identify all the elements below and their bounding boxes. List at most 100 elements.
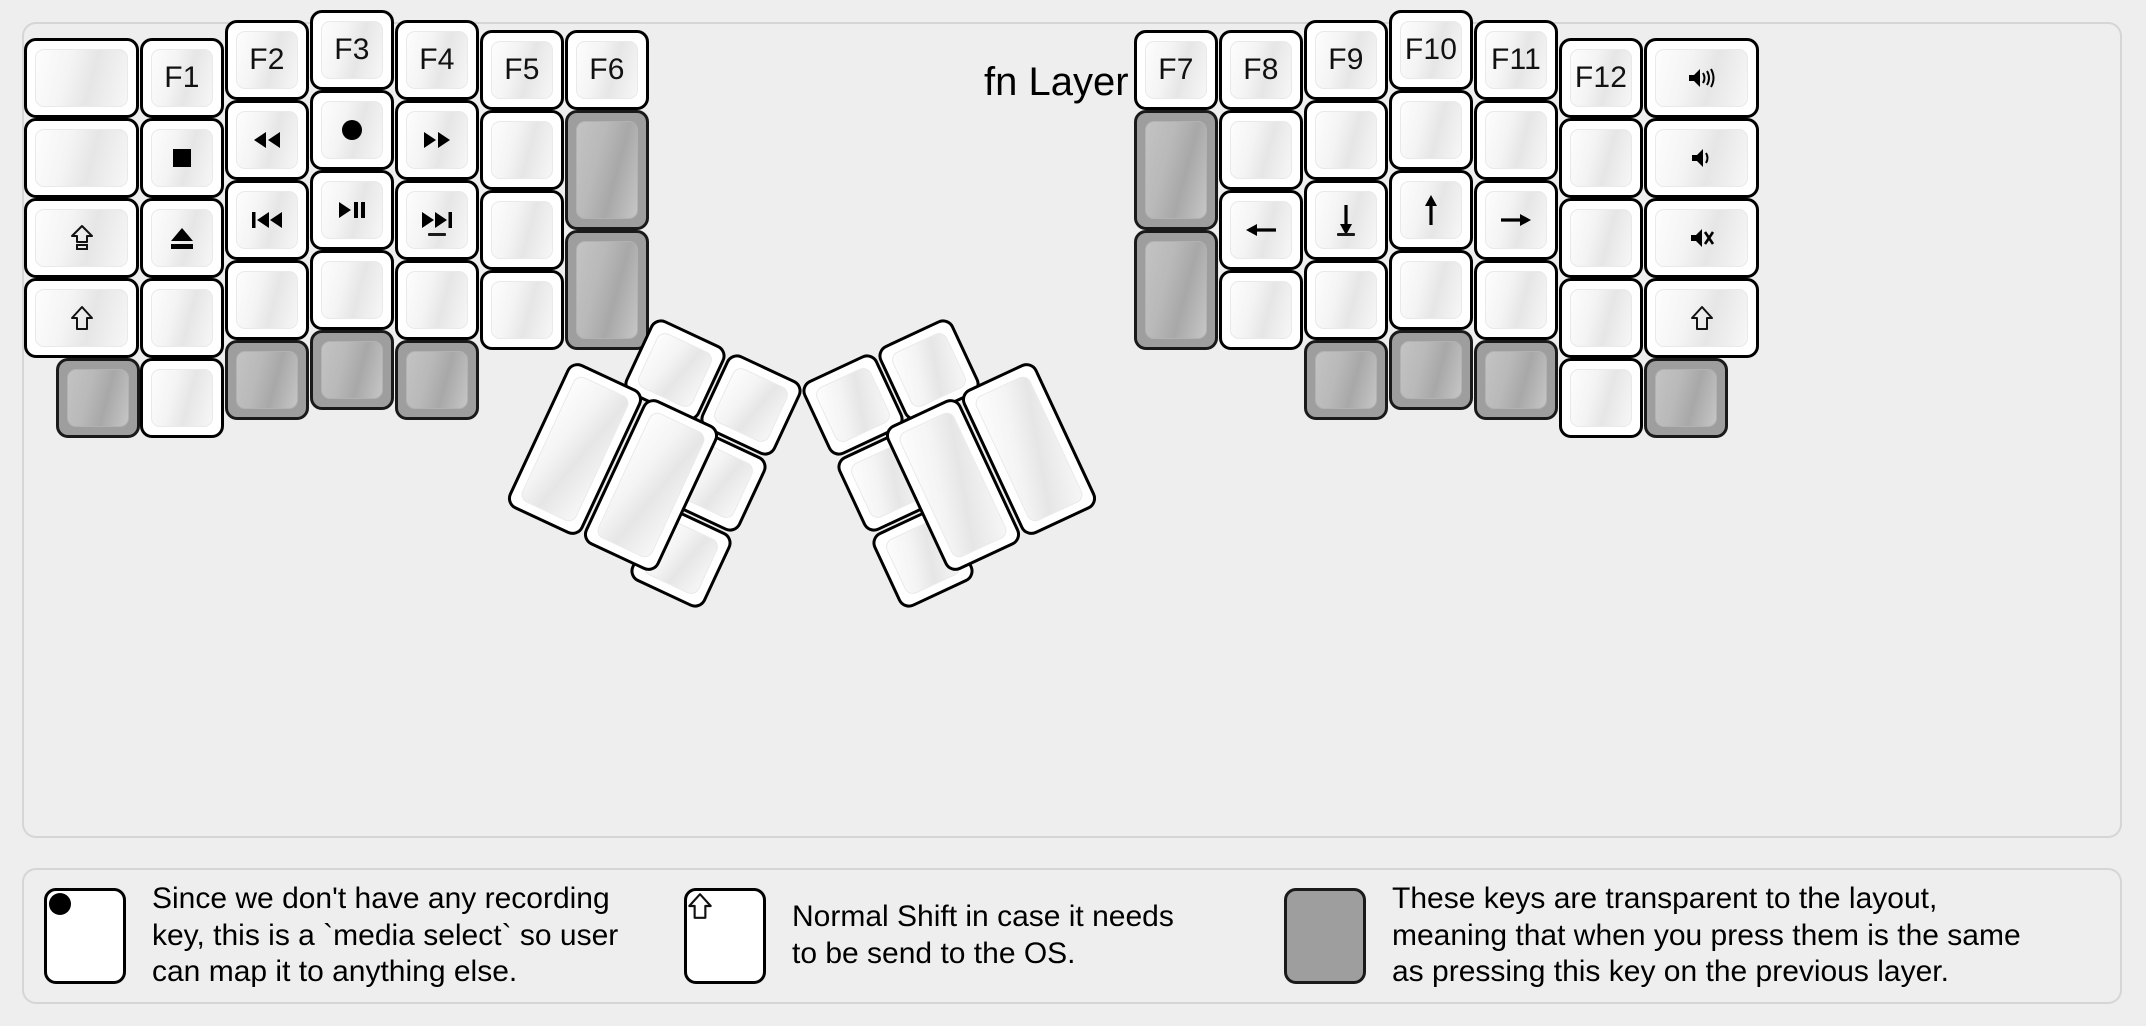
key-left-c2-r5-transparent[interactable] <box>225 340 309 420</box>
key-f9[interactable]: F9 <box>1304 20 1388 100</box>
key-left-outer-r1[interactable] <box>24 38 139 118</box>
key-right-shift[interactable] <box>1644 278 1759 358</box>
legend-key-shift <box>684 888 766 984</box>
keycap-face <box>711 365 791 445</box>
key-right-c3-r2[interactable] <box>1389 90 1473 170</box>
key-right-c5-r5[interactable] <box>1559 358 1643 438</box>
keycap-face <box>635 330 715 410</box>
key-media-eject[interactable] <box>140 198 224 278</box>
key-media-stop[interactable] <box>140 118 224 198</box>
keycap-face <box>1315 111 1377 169</box>
key-left-shift[interactable] <box>24 278 139 358</box>
key-right-c2-r4[interactable] <box>1304 260 1388 340</box>
key-right-c5-r4[interactable] <box>1559 278 1643 358</box>
key-f4[interactable]: F4 <box>395 20 479 100</box>
legend-text-record: Since we don't have any recording key, t… <box>152 882 619 989</box>
key-f12[interactable]: F12 <box>1559 38 1643 118</box>
key-volume-mute[interactable] <box>1644 198 1759 278</box>
key-media-fast-forward[interactable] <box>395 100 479 180</box>
key-right-c1-r2[interactable] <box>1219 110 1303 190</box>
key-volume-down[interactable] <box>1644 118 1759 198</box>
media-record-icon <box>47 891 123 917</box>
key-media-prev-track[interactable] <box>225 180 309 260</box>
key-right-c5-r2[interactable] <box>1559 118 1643 198</box>
key-label: F9 <box>1328 43 1364 76</box>
keycap-face <box>1570 129 1632 187</box>
key-f10[interactable]: F10 <box>1389 10 1473 90</box>
key-left-caps-lock[interactable] <box>24 198 139 278</box>
key-media-rewind[interactable] <box>225 100 309 180</box>
keycap-face <box>687 891 763 921</box>
key-left-c5-r2[interactable] <box>480 110 564 190</box>
key-left-outer-r2[interactable] <box>24 118 139 198</box>
key-right-c2-r2[interactable] <box>1304 100 1388 180</box>
key-media-play-pause[interactable] <box>310 170 394 250</box>
legend-key-record <box>44 888 126 984</box>
key-label: F5 <box>504 53 540 86</box>
key-left-c6-r2-transparent[interactable] <box>565 110 649 230</box>
keycap-face <box>35 49 128 107</box>
key-arrow-right[interactable] <box>1474 180 1558 260</box>
key-left-c5-r3[interactable] <box>480 190 564 270</box>
media-next-track-icon <box>421 211 453 229</box>
keycap-face <box>889 330 969 410</box>
keycap-face <box>1315 351 1377 409</box>
keycap-face <box>1145 241 1207 339</box>
key-arrow-left[interactable] <box>1219 190 1303 270</box>
keycap-face <box>1570 209 1632 267</box>
key-arrow-down[interactable] <box>1304 180 1388 260</box>
keycap-face <box>1655 209 1748 267</box>
key-left-c6-r3-transparent[interactable] <box>565 230 649 350</box>
sub-legend-tick <box>1337 233 1355 236</box>
keycap-face <box>1230 201 1292 259</box>
keycap-face <box>1400 101 1462 159</box>
key-f6[interactable]: F6 <box>565 30 649 110</box>
key-left-c2-r4[interactable] <box>225 260 309 340</box>
key-right-c3-r5-transparent[interactable] <box>1389 330 1473 410</box>
keycap-face <box>1315 191 1377 249</box>
key-label: F11 <box>1490 43 1542 76</box>
key-volume-up[interactable] <box>1644 38 1759 118</box>
key-f1[interactable]: F1 <box>140 38 224 118</box>
key-left-c4-r5-transparent[interactable] <box>395 340 479 420</box>
key-media-record[interactable] <box>310 90 394 170</box>
key-right-c1-r4[interactable] <box>1219 270 1303 350</box>
key-f7[interactable]: F7 <box>1134 30 1218 110</box>
key-left-c1-r4[interactable] <box>140 278 224 358</box>
key-left-c4-r4[interactable] <box>395 260 479 340</box>
key-f8[interactable]: F8 <box>1219 30 1303 110</box>
key-left-c1-r5[interactable] <box>140 358 224 438</box>
key-right-c2-r5-transparent[interactable] <box>1304 340 1388 420</box>
key-right-c4-r5-transparent[interactable] <box>1474 340 1558 420</box>
key-left-c3-r4[interactable] <box>310 250 394 330</box>
legend-item-transparent: These keys are transparent to the layout… <box>1284 870 2021 1002</box>
key-right-c4-r2[interactable] <box>1474 100 1558 180</box>
key-label: F1 <box>164 61 200 94</box>
keycap-face <box>321 101 383 159</box>
key-right-c0-r2-transparent[interactable] <box>1134 110 1218 230</box>
key-media-next-track[interactable] <box>395 180 479 260</box>
keycap-face <box>1570 369 1632 427</box>
key-right-c0-r3-transparent[interactable] <box>1134 230 1218 350</box>
key-right-c5-r3[interactable] <box>1559 198 1643 278</box>
key-right-c4-r4[interactable] <box>1474 260 1558 340</box>
key-right-c3-r4[interactable] <box>1389 250 1473 330</box>
keycap-face <box>47 891 123 917</box>
media-fast-forward-icon <box>422 131 452 149</box>
key-left-outer-r5-transparent[interactable] <box>56 358 140 438</box>
key-f11[interactable]: F11 <box>1474 20 1558 100</box>
key-label: F8 <box>1243 53 1279 86</box>
key-right-outer-r5-transparent[interactable] <box>1644 358 1728 438</box>
keycap-face <box>1315 271 1377 329</box>
key-f3[interactable]: F3 <box>310 10 394 90</box>
key-f5[interactable]: F5 <box>480 30 564 110</box>
keycap-face: F1 <box>151 49 213 107</box>
key-f2[interactable]: F2 <box>225 20 309 100</box>
shift-icon <box>1690 304 1714 332</box>
keycap-face: F11 <box>1485 31 1547 89</box>
keycap-face <box>406 111 468 169</box>
key-arrow-up[interactable] <box>1389 170 1473 250</box>
key-left-c5-r4[interactable] <box>480 270 564 350</box>
key-label: F3 <box>334 33 370 66</box>
key-left-c3-r5-transparent[interactable] <box>310 330 394 410</box>
